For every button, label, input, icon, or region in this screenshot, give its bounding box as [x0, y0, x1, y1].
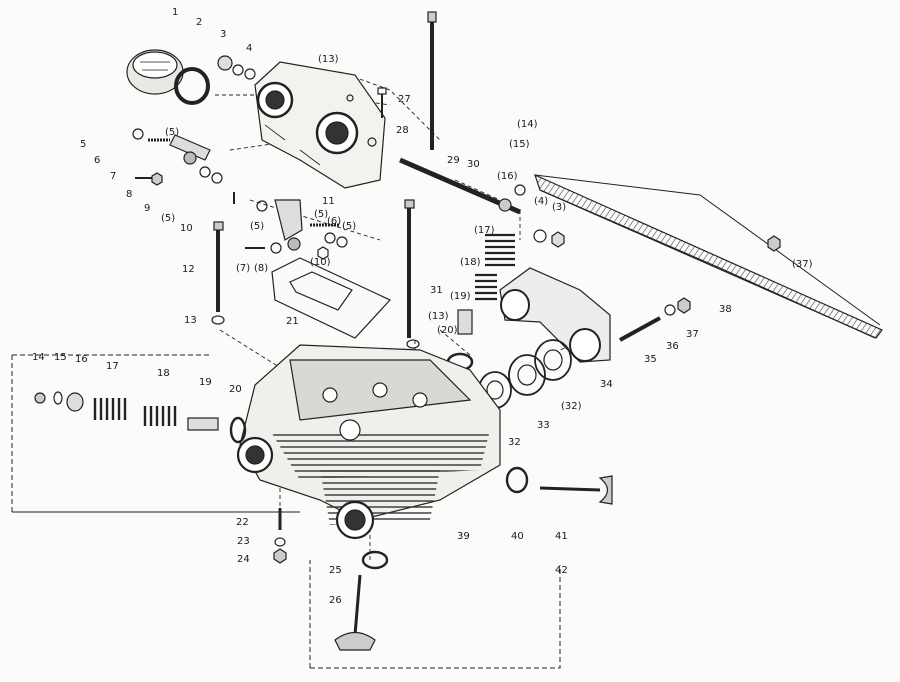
- callout-4: 4: [246, 43, 253, 54]
- callout-7: 7: [110, 171, 117, 182]
- valve-parts-40-41: [505, 466, 613, 505]
- callout-20-paren: (20): [437, 325, 458, 336]
- rocker-shaft-part-30: [399, 157, 565, 248]
- callout-21: 21: [286, 316, 299, 327]
- callout-5-paren-2: (5): [161, 213, 176, 224]
- callout-38: 38: [719, 304, 732, 315]
- washers-parts-3-4: [217, 55, 256, 80]
- callout-33: 33: [537, 420, 550, 431]
- callout-5: 5: [80, 139, 87, 150]
- callout-39: 39: [457, 531, 470, 542]
- callout-36: 36: [666, 341, 679, 352]
- callout-32: 32: [508, 437, 521, 448]
- callout-2: 2: [196, 17, 203, 28]
- callout-41: 41: [555, 531, 568, 542]
- callout-15-paren: (15): [509, 139, 530, 150]
- callout-17-paren: (17): [474, 225, 495, 236]
- assembly-bracket-right: [309, 560, 561, 669]
- callout-26: 26: [329, 595, 342, 606]
- gaskets-parts-32-33: [478, 339, 572, 409]
- bolt-part-12: [211, 221, 225, 325]
- rocker-box-part-28: [254, 61, 386, 189]
- callout-37: 37: [686, 329, 699, 340]
- callout-5-paren-5: (5): [342, 221, 357, 232]
- callout-1: 1: [172, 7, 179, 18]
- callout-5-paren: (5): [165, 127, 180, 138]
- nut-part-37-upper: [767, 235, 781, 252]
- callout-22: 22: [236, 517, 249, 528]
- o-ring-part-2: [174, 67, 210, 105]
- callout-15: 15: [54, 352, 67, 363]
- callout-4-paren: (4): [534, 196, 549, 207]
- callout-19-paren: (19): [450, 291, 471, 302]
- callout-8-paren: (8): [254, 263, 269, 274]
- callout-24: 24: [237, 554, 250, 565]
- callout-18-paren: (18): [460, 257, 481, 268]
- callout-34: 34: [600, 379, 613, 390]
- stud-part-31: [404, 199, 420, 349]
- callout-10-paren: (10): [310, 257, 331, 268]
- callout-17: 17: [106, 361, 119, 372]
- callout-16-paren: (16): [497, 171, 518, 182]
- callout-6-paren: (6): [327, 216, 342, 227]
- callout-6: 6: [94, 155, 101, 166]
- callout-12: 12: [182, 264, 195, 275]
- callout-32-paren: (32): [561, 401, 582, 412]
- gasket-part-21: [271, 257, 391, 339]
- rocker-assembly-left: [132, 128, 235, 204]
- callout-19: 19: [199, 377, 212, 388]
- callout-37-paren: (37): [792, 259, 813, 270]
- callout-25: 25: [329, 565, 342, 576]
- callout-42: 42: [555, 565, 568, 576]
- valve-train-lower-left: [34, 391, 247, 444]
- cylinder-head-part-39: [236, 344, 501, 540]
- tube-cover-part-38: [533, 173, 883, 339]
- callout-13-paren-2: (13): [428, 311, 449, 322]
- callout-13: 13: [184, 315, 197, 326]
- callout-29: 29: [447, 155, 460, 166]
- bolt-nut-parts-22-24: [273, 508, 287, 564]
- callout-3-paren: (3): [552, 202, 567, 213]
- callout-35: 35: [644, 354, 657, 365]
- callout-31: 31: [430, 285, 443, 296]
- stud-part-29: [427, 11, 437, 150]
- callout-27: 27: [398, 94, 411, 105]
- callout-30: 30: [467, 159, 480, 170]
- callout-20: 20: [229, 384, 242, 395]
- callout-18: 18: [157, 368, 170, 379]
- callout-7-paren: (7): [236, 263, 251, 274]
- assembly-bracket-left: [11, 354, 300, 513]
- rocker-assembly-right: [245, 199, 348, 260]
- callout-3: 3: [220, 29, 227, 40]
- callout-16: 16: [75, 354, 88, 365]
- stud-nut-parts-35-37: [619, 297, 691, 342]
- manifold-part-34: [499, 267, 611, 363]
- callout-13-paren: (13): [318, 54, 339, 65]
- callout-8: 8: [126, 189, 133, 200]
- callout-5-paren-3: (5): [314, 209, 329, 220]
- callout-14-paren: (14): [517, 119, 538, 130]
- callout-11: 11: [322, 196, 335, 207]
- callout-28: 28: [396, 125, 409, 136]
- callout-40: 40: [511, 531, 524, 542]
- callout-5-paren-4: (5): [250, 221, 265, 232]
- callout-14: 14: [32, 352, 45, 363]
- bolt-part-27: [377, 87, 387, 118]
- valve-parts-25-26: [334, 550, 389, 651]
- callout-23: 23: [237, 536, 250, 547]
- callout-9: 9: [144, 203, 151, 214]
- callout-10: 10: [180, 223, 193, 234]
